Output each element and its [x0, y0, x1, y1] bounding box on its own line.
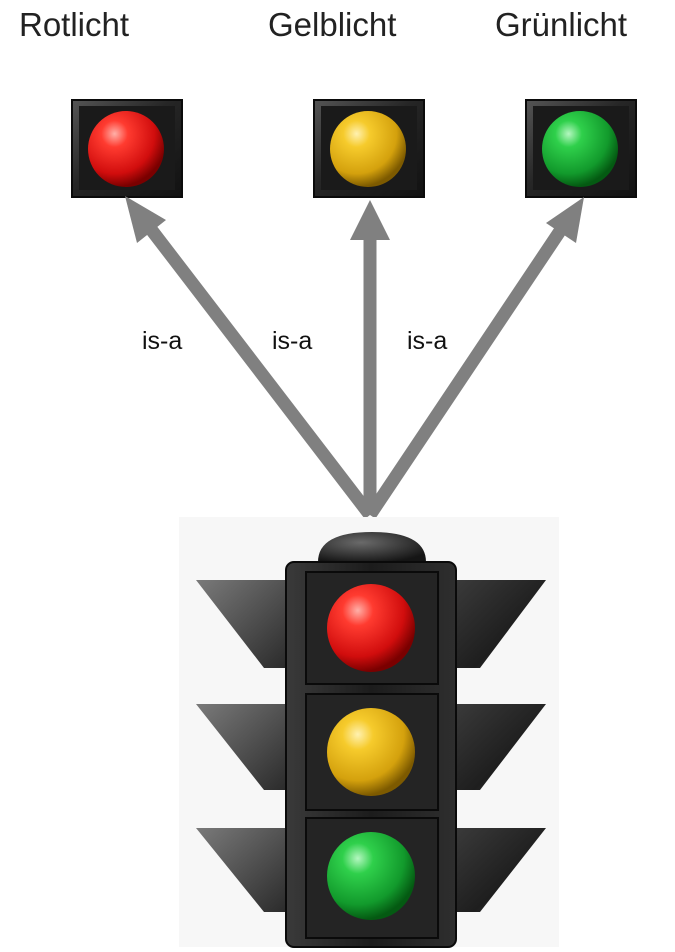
relation-label-middle: is-a	[272, 327, 313, 355]
big-red-lamp-icon	[327, 584, 415, 672]
big-green-lamp-icon	[327, 832, 415, 920]
green-light-icon	[525, 99, 637, 198]
label-gelblicht: Gelblicht	[268, 6, 397, 43]
traffic-light-icon	[179, 517, 559, 948]
label-rotlicht: Rotlicht	[19, 6, 130, 43]
is-a-arrow-right	[364, 197, 584, 519]
relation-label-left: is-a	[142, 327, 183, 355]
red-light-icon	[71, 99, 183, 198]
big-yellow-lamp-icon	[327, 708, 415, 796]
is-a-arrow-middle	[350, 200, 390, 515]
relation-label-right: is-a	[407, 327, 448, 355]
is-a-arrow-left	[125, 196, 376, 519]
yellow-light-icon	[313, 99, 425, 198]
label-gruenlicht: Grünlicht	[495, 6, 628, 43]
